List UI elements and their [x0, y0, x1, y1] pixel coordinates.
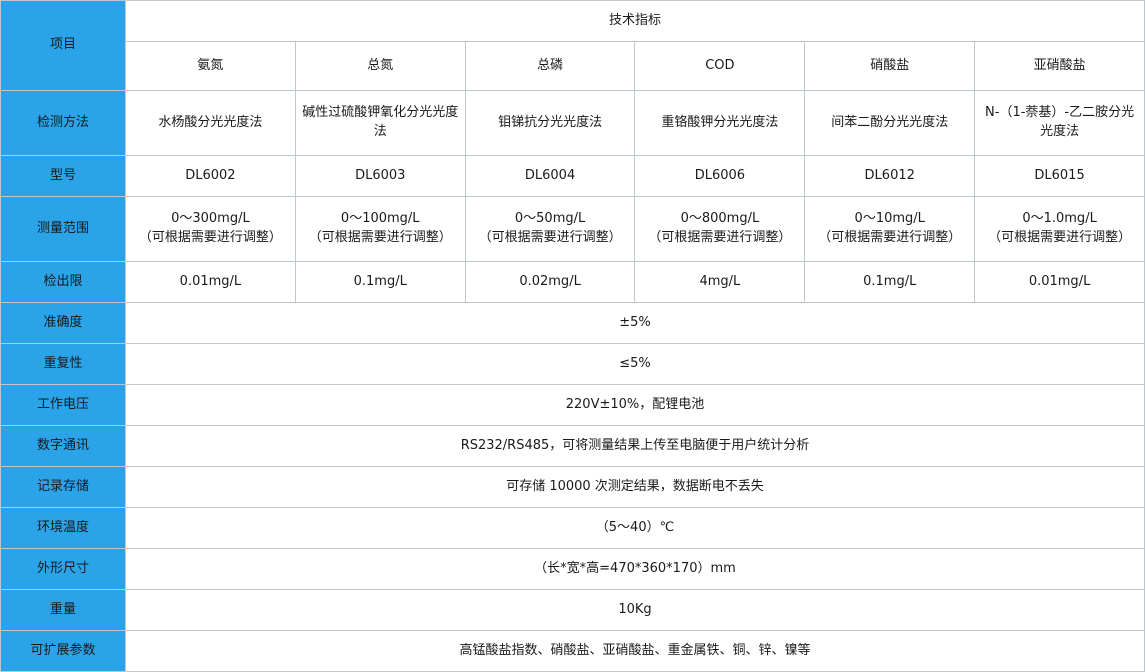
detection-limit-cell-4: 0.1mg/L [804, 261, 976, 303]
row-label-model: 型号 [0, 155, 126, 197]
row-label-method: 检测方法 [0, 90, 126, 156]
range-cell-3: 0～800mg/L （可根据需要进行调整） [634, 196, 806, 262]
table-row-voltage: 工作电压 220V±10%，配锂电池 [0, 384, 1145, 426]
range-value-2: 0～50mg/L [514, 211, 586, 227]
method-cell-5: N-（1-萘基）-乙二胺分光光度法 [974, 90, 1145, 156]
column-header-0: 氨氮 [125, 41, 296, 91]
table-row-expandable: 可扩展参数 高锰酸盐指数、硝酸盐、亚硝酸盐、重金属铁、铜、锌、镍等 [0, 630, 1145, 672]
table-row-detection-limit: 检出限 0.01mg/L 0.1mg/L 0.02mg/L 4mg/L 0.1m… [0, 261, 1145, 303]
range-cell-4: 0～10mg/L （可根据需要进行调整） [804, 196, 976, 262]
table-row-model: 型号 DL6002 DL6003 DL6004 DL6006 DL6012 DL… [0, 155, 1145, 197]
column-header-2: 总磷 [464, 41, 636, 91]
column-header-4: 硝酸盐 [804, 41, 976, 91]
table-row-digital-comm: 数字通讯 RS232/RS485，可将测量结果上传至电脑便于用户统计分析 [0, 425, 1145, 467]
table-row-columns: 氨氮 总氮 总磷 COD 硝酸盐 亚硝酸盐 [1, 41, 1145, 91]
row-label-range: 测量范围 [0, 196, 126, 262]
column-header-5: 亚硝酸盐 [974, 41, 1145, 91]
model-cell-5: DL6015 [974, 155, 1145, 197]
column-header-3: COD [634, 41, 806, 91]
table-row-weight: 重量 10Kg [0, 589, 1145, 631]
digital-comm-value: RS232/RS485，可将测量结果上传至电脑便于用户统计分析 [125, 425, 1145, 467]
detection-limit-cell-3: 4mg/L [634, 261, 806, 303]
weight-value: 10Kg [125, 589, 1145, 631]
range-note-1: （可根据需要进行调整） [308, 230, 452, 245]
row-label-dimensions: 外形尺寸 [0, 548, 126, 590]
accuracy-value: ±5% [125, 302, 1145, 344]
detection-limit-cell-0: 0.01mg/L [125, 261, 296, 303]
range-value-1: 0～100mg/L [340, 211, 420, 227]
model-cell-0: DL6002 [125, 155, 296, 197]
detection-limit-cell-1: 0.1mg/L [294, 261, 466, 303]
range-note-0: （可根据需要进行调整） [138, 230, 282, 245]
model-cell-2: DL6004 [464, 155, 636, 197]
table-row-repeatability: 重复性 ≤5% [0, 343, 1145, 385]
storage-value: 可存储 10000 次测定结果，数据断电不丢失 [125, 466, 1145, 508]
row-label-item: 项目 [0, 0, 126, 91]
expandable-value: 高锰酸盐指数、硝酸盐、亚硝酸盐、重金属铁、铜、锌、镍等 [125, 630, 1145, 672]
temperature-value: （5～40）℃ [125, 507, 1145, 549]
table-row-dimensions: 外形尺寸 （长*宽*高=470*360*170）mm [0, 548, 1145, 590]
model-cell-4: DL6012 [804, 155, 976, 197]
detection-limit-cell-2: 0.02mg/L [464, 261, 636, 303]
method-cell-0: 水杨酸分光光度法 [125, 90, 296, 156]
range-value-4: 0～10mg/L [854, 211, 925, 227]
range-note-4: （可根据需要进行调整） [818, 230, 962, 245]
detection-limit-cell-5: 0.01mg/L [974, 261, 1145, 303]
range-cell-2: 0～50mg/L （可根据需要进行调整） [464, 196, 636, 262]
range-cell-0: 0～300mg/L （可根据需要进行调整） [125, 196, 296, 262]
model-cell-1: DL6003 [294, 155, 466, 197]
range-value-0: 0～300mg/L [171, 211, 250, 227]
method-cell-3: 重铬酸钾分光光度法 [634, 90, 806, 156]
row-label-detection-limit: 检出限 [0, 261, 126, 303]
table-row-accuracy: 准确度 ±5% [0, 302, 1145, 344]
row-label-repeatability: 重复性 [0, 343, 126, 385]
row-label-accuracy: 准确度 [0, 302, 126, 344]
repeatability-value: ≤5% [125, 343, 1145, 385]
range-cell-1: 0～100mg/L （可根据需要进行调整） [294, 196, 466, 262]
row-label-voltage: 工作电压 [0, 384, 126, 426]
method-cell-2: 钼锑抗分光光度法 [464, 90, 636, 156]
row-label-expandable: 可扩展参数 [0, 630, 126, 672]
range-value-5: 0～1.0mg/L [1022, 211, 1097, 227]
table-row-method: 检测方法 水杨酸分光光度法 碱性过硫酸钾氧化分光光度法 钼锑抗分光光度法 重铬酸… [0, 90, 1145, 156]
method-cell-4: 间苯二酚分光光度法 [804, 90, 976, 156]
range-cell-5: 0～1.0mg/L （可根据需要进行调整） [974, 196, 1145, 262]
range-note-3: （可根据需要进行调整） [648, 230, 792, 245]
header-tech-index: 技术指标 [125, 0, 1145, 42]
voltage-value: 220V±10%，配锂电池 [125, 384, 1145, 426]
range-note-5: （可根据需要进行调整） [988, 230, 1132, 245]
method-cell-1: 碱性过硫酸钾氧化分光光度法 [294, 90, 466, 156]
table-row-storage: 记录存储 可存储 10000 次测定结果，数据断电不丢失 [0, 466, 1145, 508]
row-label-storage: 记录存储 [0, 466, 126, 508]
range-note-2: （可根据需要进行调整） [478, 230, 622, 245]
row-label-temperature: 环境温度 [0, 507, 126, 549]
dimensions-value: （长*宽*高=470*360*170）mm [125, 548, 1145, 590]
column-header-1: 总氮 [294, 41, 466, 91]
table-row-range: 测量范围 0～300mg/L （可根据需要进行调整） 0～100mg/L （可根… [0, 196, 1145, 262]
row-label-weight: 重量 [0, 589, 126, 631]
range-value-3: 0～800mg/L [680, 211, 760, 227]
model-cell-3: DL6006 [634, 155, 806, 197]
row-label-digital-comm: 数字通讯 [0, 425, 126, 467]
table-row-tech-header: 项目 技术指标 [0, 0, 1145, 91]
table-row-temperature: 环境温度 （5～40）℃ [0, 507, 1145, 549]
